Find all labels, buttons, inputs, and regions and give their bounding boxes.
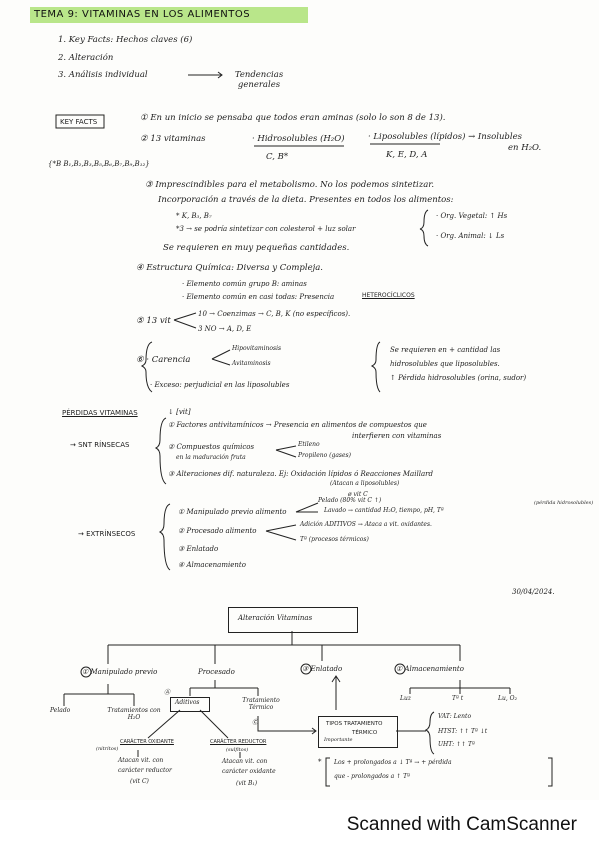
intr-2b: en la maduración fruta (176, 454, 246, 461)
caracter-reductor-1: Atacan vit. con (222, 758, 268, 765)
fact-4-heterociclicos: HETEROCÍCLICOS (362, 292, 415, 299)
fact-2-liposolubles: · Liposolubles (lípidos) → Insolubles (368, 132, 522, 142)
fact-6-carencia: ⑥ · Carencia (136, 355, 191, 365)
extr-2-aditivos: Adición ADITIVOS → Ataca a vit. oxidante… (300, 521, 432, 528)
index-item-1: 1. Key Facts: Hechos claves (6) (58, 35, 193, 45)
caracter-oxidante-1: Atacan vit. con (118, 757, 164, 764)
extr-pelado: Pelado (80% vit C ↑) (318, 497, 382, 504)
intr-1: ① Factores antivitamínicos → Presencia e… (168, 421, 427, 429)
node-procesado: Procesado (198, 668, 235, 676)
fact-2-intro: ② 13 vitaminas (140, 134, 206, 144)
tipos-tratamiento-box (318, 716, 398, 748)
node-luz: Luz (400, 695, 412, 702)
fact-4-c: · Elemento común en casi todas: Presenci… (182, 293, 335, 301)
extr-2: ② Procesado alimento (178, 527, 257, 535)
index-arrow-target: Tendencias generales (234, 70, 284, 90)
diagram-root: Alteración Vitaminas (238, 614, 313, 622)
node-enlatado: ③ Enlatado (302, 665, 343, 673)
fact-3-d: *3 → se podría sintetizar con colesterol… (176, 225, 356, 233)
c-mark: Ⓒ (252, 719, 259, 726)
fact-4-b: · Elemento común grupo B: aminas (182, 280, 307, 288)
extr-1: ① Manipulado previo alimento (178, 508, 287, 516)
diagram-root-box (228, 607, 358, 633)
fact-3-animal: · Org. Animal: ↓ Ls (436, 232, 505, 240)
intr-2: ② Compuestos químicos (168, 443, 255, 451)
fact-6-hipo: Hipovitaminosis (232, 345, 282, 352)
intr-1b: interfieren con vitaminas (352, 432, 442, 440)
intr-3b: (Atacan a liposolubles) (330, 480, 400, 487)
extrinsecos-label: → EXTRÍNSECOS (78, 530, 136, 538)
node-almacenamiento: ① Almacenamiento (396, 665, 464, 673)
uht-line: UHT: ↑↑ Tª (438, 741, 475, 748)
fact-2-liposolubles-2: en H₂O. (508, 143, 542, 153)
index-item-2: 2. Alteración (58, 53, 114, 63)
tipos-tratamiento-1: TIPOS TRATAMIENTO (326, 721, 383, 727)
intr-2-propileno: Propileno (gases) (298, 452, 351, 459)
handwritten-strokes (55, 71, 553, 787)
perdidas-heading-note: ↓ [vit] (168, 408, 191, 416)
extr-1-tag: (pérdida hidrosolubles) (534, 500, 594, 506)
fact-6-avi: Avitaminosis (232, 360, 271, 367)
scanner-footer: Scanned with CamScanner (0, 800, 599, 848)
law-line-2: que - prolongados a ↑ Tª (334, 773, 410, 780)
extr-3: ③ Enlatado (178, 545, 219, 553)
aditivos-box (170, 697, 210, 712)
fact-6-req-1: Se requieren en + cantidad las (390, 346, 501, 354)
caracter-reductor-sub: (sulfitos) (226, 747, 249, 753)
note-date: 30/04/2024. (512, 588, 555, 596)
node-pelado: Pelado (50, 707, 71, 714)
intr-3c: ø vit C (348, 491, 368, 498)
caracter-oxidante-sub: (nitritos) (96, 746, 119, 752)
caracter-reductor-2: carácter oxidante (222, 768, 276, 775)
fact-5-b: 10 → Coenzimas → C, B, K (no específicos… (198, 310, 351, 318)
htst-line: HTST: ↑↑ Tª ↓t (438, 728, 488, 735)
page-title: TEMA 9: VITAMINAS EN LOS ALIMENTOS (34, 9, 251, 20)
caracter-oxidante-2: carácter reductor (118, 767, 172, 774)
fact-4-a: ④ Estructura Química: Diversa y Compleja… (136, 263, 323, 273)
fact-6-exceso: · Exceso: perjudicial en las liposoluble… (150, 381, 290, 389)
fact-1: ① En un inicio se pensaba que todos eran… (140, 113, 446, 123)
node-tratamiento-termico: Tratamiento Térmico (242, 697, 280, 711)
fact-3-e: Se requieren en muy pequeñas cantidades. (163, 243, 350, 253)
caracter-reductor-3: (vit B₁) (236, 780, 258, 787)
intrinsecos-label: → SNT RÍNSECAS (70, 441, 130, 449)
key-facts-label: KEY FACTS (60, 118, 98, 126)
fact-2-hidro-list: C, B* (266, 152, 289, 162)
scanned-notes-page: TEMA 9: VITAMINAS EN LOS ALIMENTOS 1. Ke… (30, 7, 594, 787)
node-temp: Tª t (452, 695, 464, 702)
caracter-oxidante-3: (vit C) (130, 778, 149, 785)
node-manipulado: ① Manipulado previo (82, 668, 158, 676)
importante-note: Importante (324, 737, 353, 743)
caracter-oxidante: CARÁCTER OXIDANTE (120, 739, 174, 745)
extr-2-temp: Tª (procesos térmicos) (300, 536, 369, 543)
caracter-reductor: CARÁCTER REDUCTOR (210, 739, 267, 745)
intr-2-etileno: Etileno (298, 441, 320, 448)
aditivos-mark: Ⓐ (164, 689, 171, 696)
node-luz-o2: Lu, O₂ (498, 695, 517, 702)
title-highlight (30, 7, 308, 23)
vat-line: VAT: Lento (438, 713, 472, 720)
law-line-1: Los + prolongados a ↓ Tª → + pérdida (334, 759, 452, 766)
extr-1-lavado: Lavado → cantidad H₂O, tiempo, pH, Tª (324, 507, 444, 514)
fact-3-b: Incorporación a través de la dieta. Pres… (158, 195, 454, 205)
extr-4: ④ Almacenamiento (178, 561, 246, 569)
law-star: * (318, 758, 322, 766)
b-complex-note: {*B B₁,B₂,B₃,B₅,B₆,B₇,B₉,B₁₂} (48, 160, 150, 168)
fact-3-c: * K, B₃, B₇ (176, 212, 212, 220)
fact-3-a: ③ Imprescindibles para el metabolismo. N… (145, 180, 435, 190)
node-aditivos: Aditivos (175, 699, 200, 706)
fact-6-req-3: ↑ Pérdida hidrosolubles (orina, sudor) (390, 374, 527, 382)
index-item-3: 3. Análisis individual (58, 70, 148, 80)
fact-6-req-2: hidrosolubles que liposolubles. (390, 360, 500, 368)
tipos-tratamiento-2: TÉRMICO (352, 730, 378, 736)
fact-5-c: 3 NO → A, D, E (198, 325, 252, 333)
fact-2-hidrosolubles: · Hidrosolubles (H₂O) (252, 134, 345, 144)
intr-3: ③ Alteraciones dif. naturaleza. Ej: Oxid… (168, 470, 433, 478)
perdidas-heading: PÉRDIDAS VITAMINAS (62, 409, 138, 417)
fact-3-vegetal: · Org. Vegetal: ↑ Hs (436, 212, 508, 220)
node-tratamientos-h2o: Tratamientos con H₂O (107, 707, 161, 721)
scanner-watermark: Scanned with CamScanner (346, 814, 577, 835)
fact-5-a: ⑤ 13 vit (136, 316, 171, 326)
fact-2-lipo-list: K, E, D, A (386, 150, 428, 160)
